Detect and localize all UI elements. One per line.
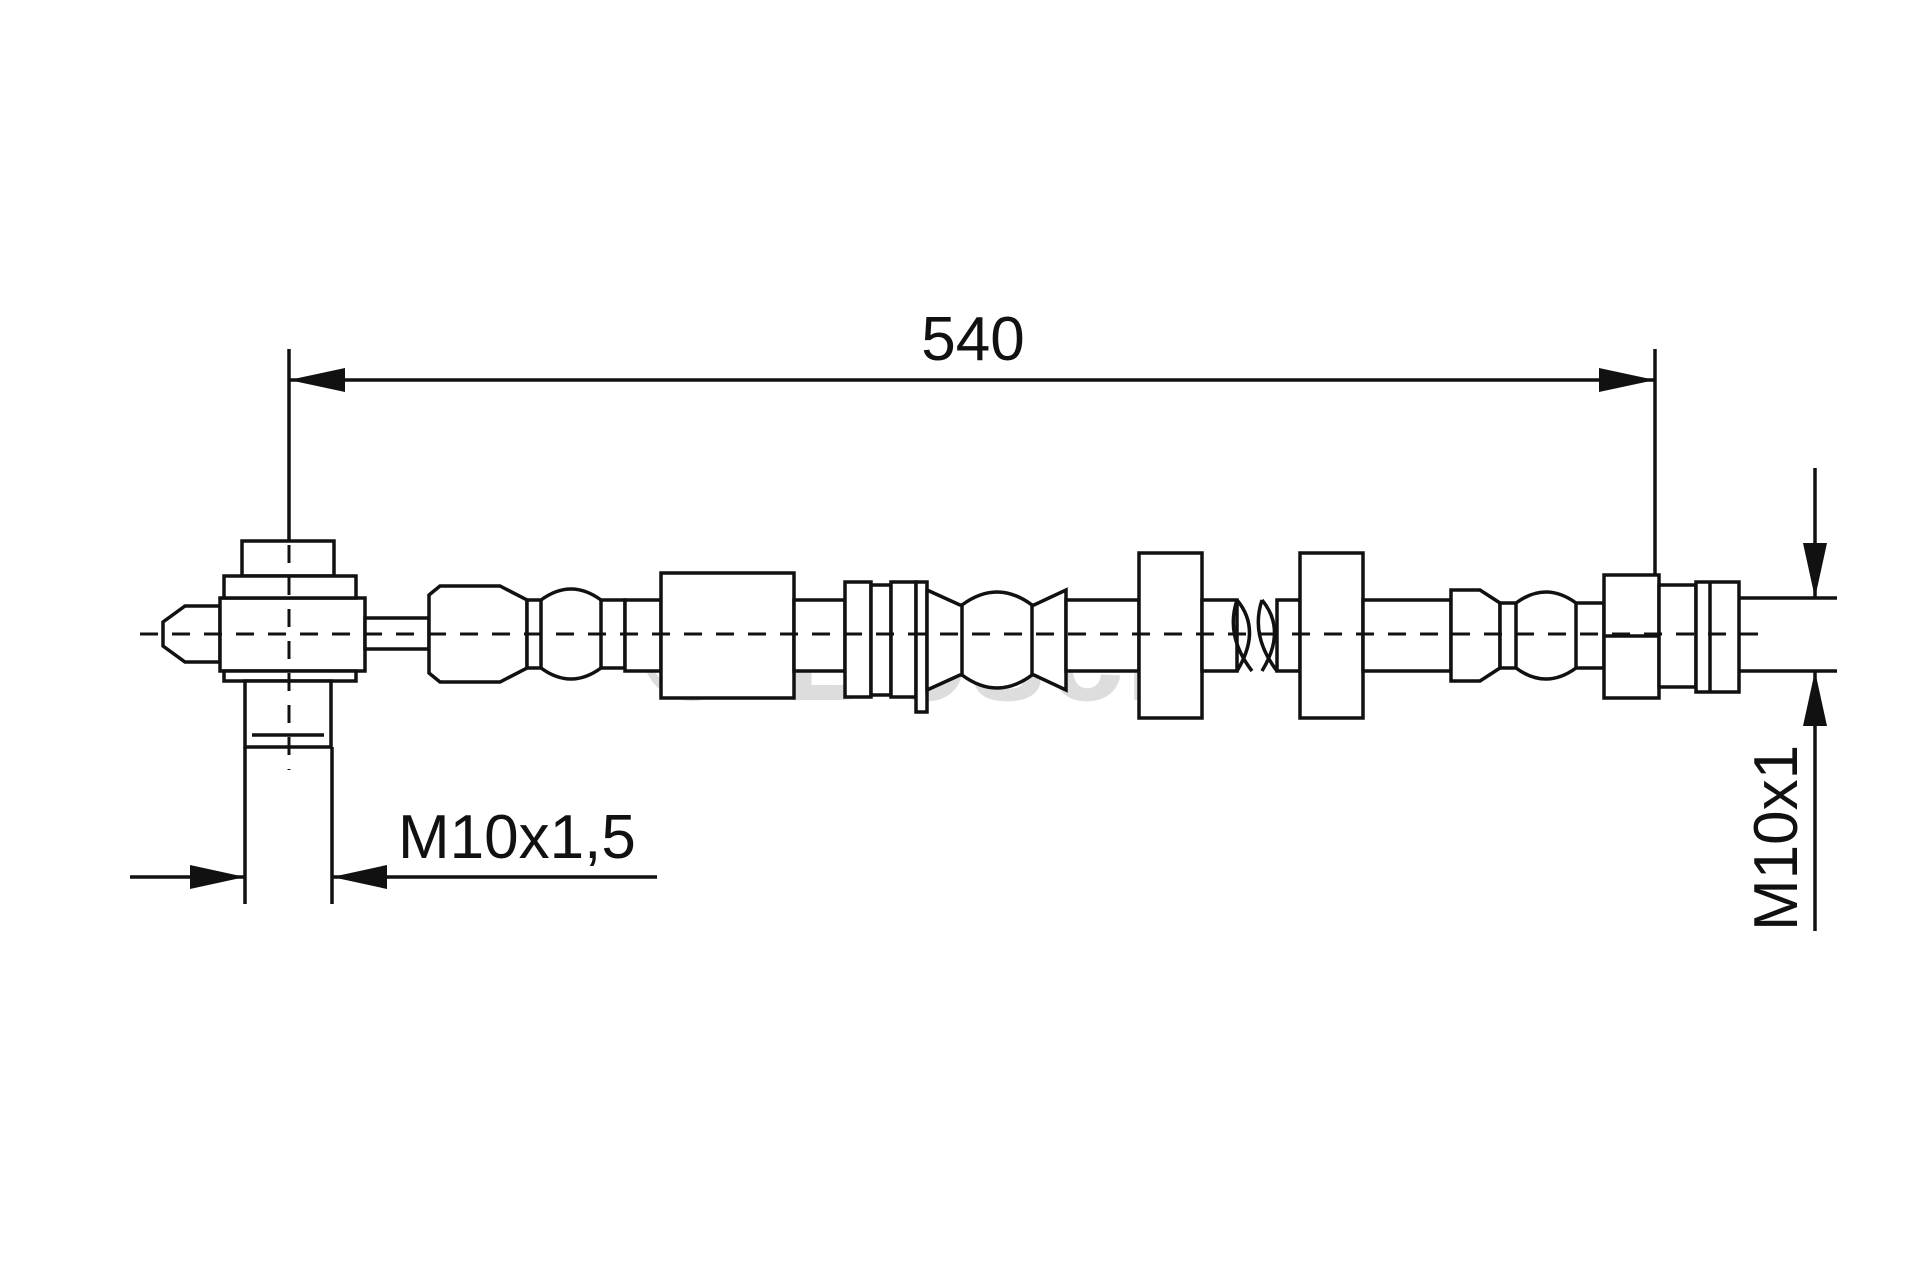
- length-dimension: 540: [287, 305, 1657, 580]
- arrow-left-icon: [289, 368, 345, 392]
- left-thread-dimension: M10x1,5: [130, 747, 657, 904]
- left-thread-label: M10x1,5: [398, 803, 636, 872]
- hose-body: [140, 551, 1770, 720]
- right-thread-dimension: M10x1: [1739, 468, 1837, 931]
- length-label: 540: [921, 305, 1024, 374]
- right-thread-label: M10x1: [1742, 745, 1811, 931]
- arrow-right-icon: [1599, 368, 1655, 392]
- left-banjo-fitting: [161, 539, 367, 770]
